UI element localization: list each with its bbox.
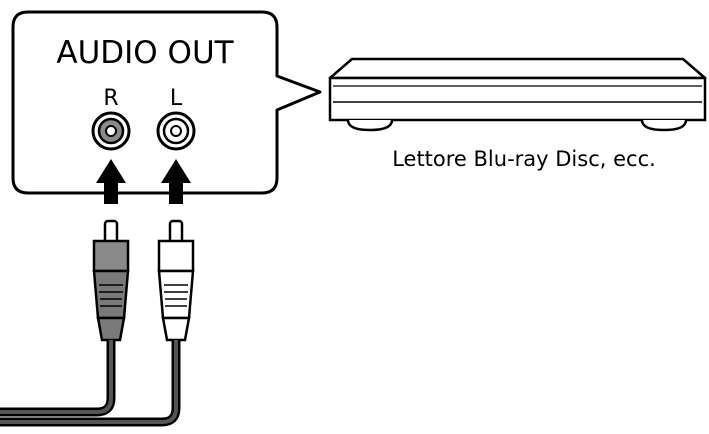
- audio-cable: [0, 340, 181, 427]
- audio-out-title: AUDIO OUT: [56, 35, 234, 71]
- right-rca-plug-icon: [92, 219, 130, 342]
- left-rca-plug-icon: [157, 219, 195, 342]
- left-jack-icon: [156, 111, 196, 151]
- right-channel-label: R: [103, 86, 118, 111]
- left-channel-label: L: [170, 86, 183, 111]
- blu-ray-player-icon: [328, 57, 707, 132]
- right-jack-icon: [91, 111, 131, 151]
- audio-out-callout: [11, 10, 322, 195]
- left-up-arrow-icon: [161, 159, 191, 204]
- right-up-arrow-icon: [96, 159, 126, 204]
- device-caption: Lettore Blu-ray Disc, ecc.: [392, 147, 656, 171]
